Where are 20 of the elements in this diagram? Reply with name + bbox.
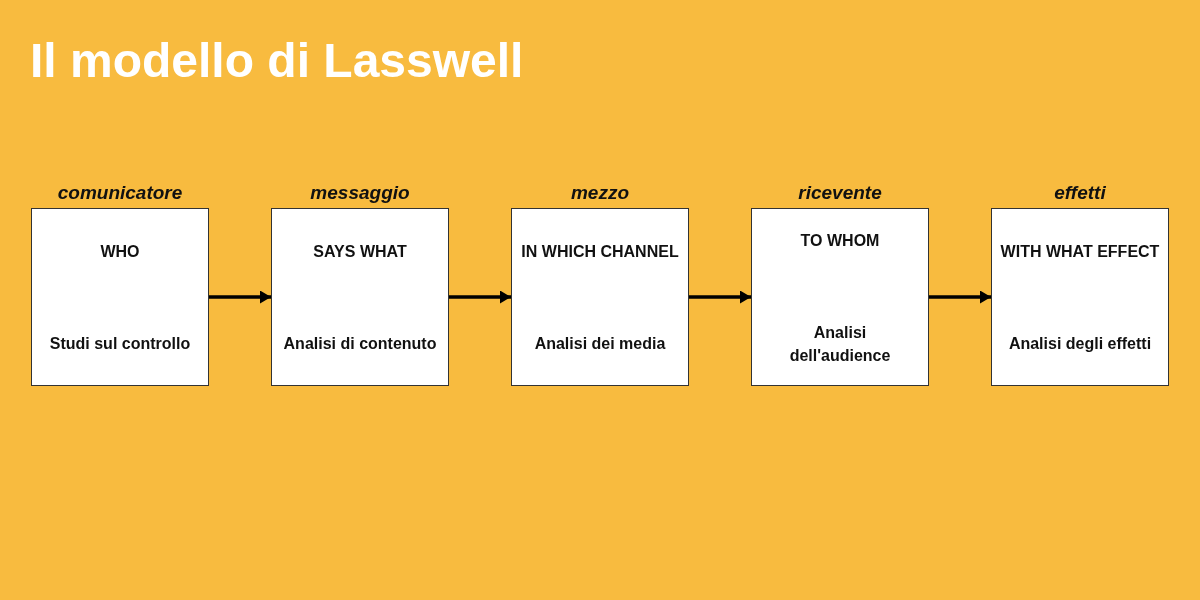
arrow — [689, 291, 751, 303]
diagram-title: Il modello di Lasswell — [30, 37, 524, 85]
box-heading: messaggio — [310, 183, 410, 204]
box-description: Analisi di contenuto — [283, 334, 437, 355]
box-description: Analisi degli effetti — [1008, 334, 1152, 355]
box-heading: mezzo — [570, 183, 630, 204]
box-heading: effetti — [1054, 183, 1106, 204]
arrow — [209, 291, 271, 303]
box-title: WITH WHAT EFFECT — [1000, 242, 1160, 263]
box-title: TO WHOM — [800, 231, 880, 252]
box-description: Analisi dell'audience — [788, 322, 892, 366]
box-title: SAYS WHAT — [313, 242, 407, 263]
box-heading: comunicatore — [57, 183, 183, 204]
box-description: Analisi dei media — [534, 334, 666, 355]
arrow — [929, 291, 991, 303]
box-description: Studi sul controllo — [49, 334, 191, 355]
box-heading: ricevente — [798, 183, 882, 204]
arrow — [449, 291, 511, 303]
box-title: WHO — [100, 242, 140, 263]
box-title: IN WHICH CHANNEL — [521, 242, 679, 263]
